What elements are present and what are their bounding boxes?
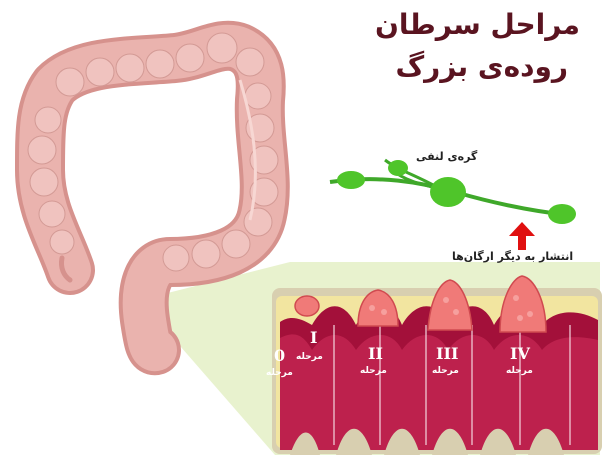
stage-2-numeral: II: [368, 344, 383, 363]
stage-2-label: مرحله: [360, 366, 387, 376]
stage-1-label: مرحله: [296, 352, 323, 362]
lymph-node-chain: [329, 158, 576, 224]
lymph-node-large: [430, 177, 466, 207]
intestinal-wall-cross-section: [272, 275, 602, 455]
tumor-stage-4: [499, 275, 547, 333]
stage-3-numeral: III: [436, 344, 459, 363]
stage-1-numeral: I: [310, 328, 318, 347]
lymph-node-small: [388, 160, 408, 176]
diagram-title-line-2: روده‌ی بزرگ: [395, 50, 568, 83]
stage-0-label: مرحله: [266, 368, 293, 378]
stage-4-numeral: IV: [510, 344, 530, 363]
large-intestine-illustration: [15, 20, 290, 376]
lymph-node-small: [337, 171, 365, 189]
stage-0-numeral: 0: [274, 346, 286, 365]
lymph-node-small: [548, 204, 576, 224]
lymph-node-label: گره‌ی لنفی: [416, 150, 478, 163]
tumor-stage-1: [294, 295, 320, 317]
tumor-stage-2: [357, 289, 399, 327]
diagram-title-line-1: مراحل سرطان: [374, 8, 580, 41]
stage-4-label: مرحله: [506, 366, 533, 376]
tumor-stage-3: [427, 279, 473, 331]
stage-3-label: مرحله: [432, 366, 459, 376]
spread-arrow-icon: [509, 222, 535, 250]
spread-to-organs-label: انتشار به دیگر ارگان‌ها: [452, 250, 574, 263]
